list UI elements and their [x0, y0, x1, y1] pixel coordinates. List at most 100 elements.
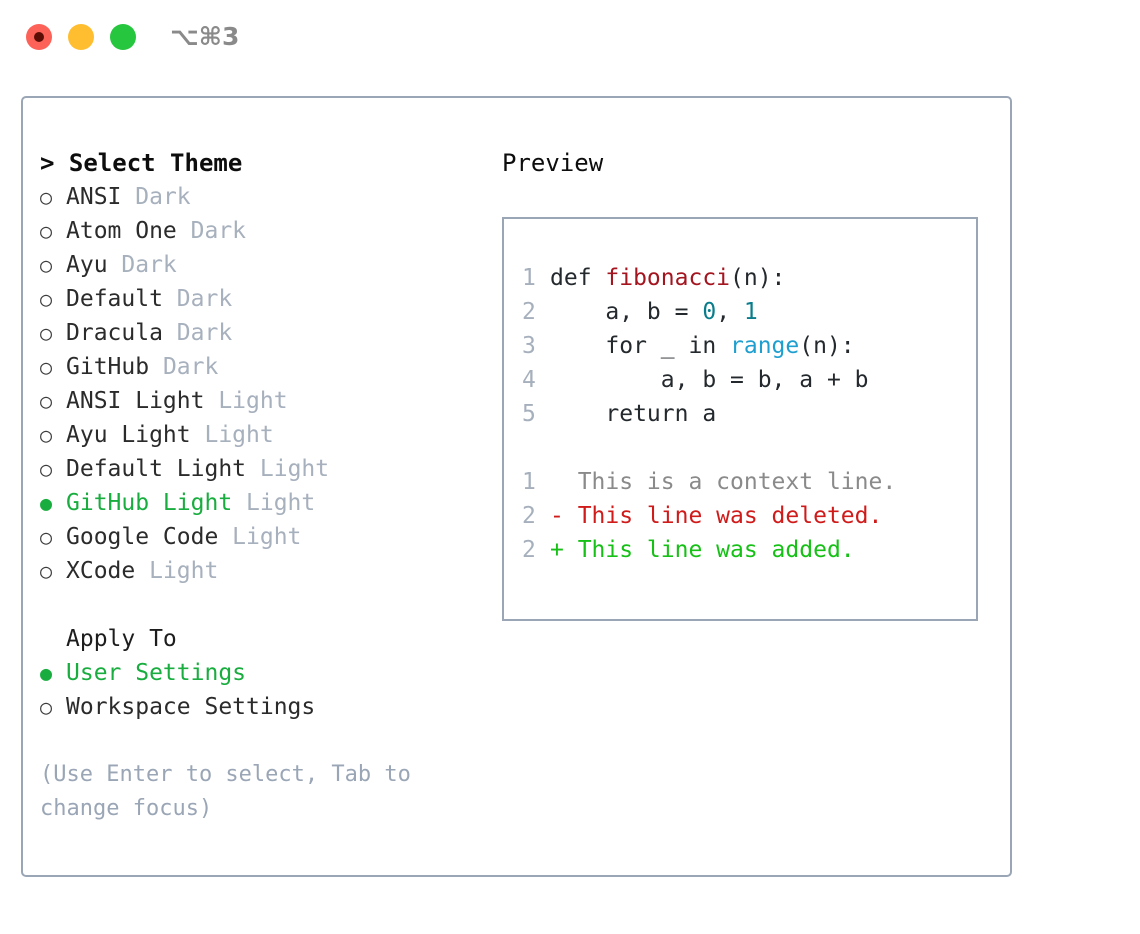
minimize-button[interactable]: [68, 24, 94, 50]
diff-line-ctx: 1 This is a context line.: [522, 465, 976, 499]
radio-unselected-icon: ○: [40, 219, 53, 243]
code-token: for _ in: [550, 333, 731, 359]
code-line: 4 a, b = b, a + b: [522, 363, 976, 397]
line-number: 4: [522, 367, 536, 393]
code-token: (n):: [799, 333, 855, 359]
line-number: 5: [522, 401, 536, 427]
theme-option-default-light[interactable]: ○ Default Light Light: [40, 452, 480, 486]
code-token: ,: [716, 299, 744, 325]
theme-variant-badge: Light: [204, 422, 274, 448]
theme-name: GitHub: [66, 354, 163, 380]
theme-option-github[interactable]: ○GitHub Dark: [40, 350, 480, 384]
radio-unselected-icon: ○: [40, 695, 53, 719]
diff-text: + This line was added.: [550, 537, 855, 563]
theme-option-ansi[interactable]: ○ ANSI Dark: [40, 180, 480, 214]
theme-variant-badge: Light: [218, 388, 288, 414]
preview-heading: Preview: [502, 149, 604, 177]
theme-variant-badge: Dark: [135, 184, 191, 210]
code-token: (n):: [730, 265, 786, 291]
code-line: 3 for _ in range(n):: [522, 329, 976, 363]
theme-option-google-code[interactable]: ○ Google Code Light: [40, 520, 480, 554]
code-line: 5 return a: [522, 397, 976, 431]
code-token: 0: [702, 299, 717, 325]
theme-name: ANSI: [66, 184, 136, 210]
code-token: a, b =: [550, 299, 703, 325]
window-controls: [26, 24, 136, 50]
radio-unselected-icon: ○: [40, 423, 53, 447]
theme-variant-badge: Light: [149, 558, 219, 584]
code-line: 2 a, b = 0, 1: [522, 295, 976, 329]
theme-variant-badge: Dark: [176, 320, 233, 346]
diff-text: This is a context line.: [550, 469, 897, 495]
apply-to-label: Workspace Settings: [66, 694, 316, 720]
theme-option-default[interactable]: ○ Default Dark: [40, 282, 480, 316]
line-number: 3: [522, 333, 536, 359]
theme-variant-badge: Light: [232, 524, 302, 550]
line-number: 2: [522, 503, 536, 529]
diff-text: - This line was deleted.: [550, 503, 883, 529]
theme-name: Default Light: [66, 456, 260, 482]
theme-option-github-light[interactable]: ●GitHub Light Light: [40, 486, 480, 520]
radio-selected-icon: ●: [40, 661, 53, 685]
apply-to-heading: Apply To: [66, 626, 177, 652]
title-bar: ⌥⌘3: [0, 0, 1140, 78]
apply-to-list[interactable]: ● User Settings ○ Workspace Settings: [40, 656, 480, 724]
radio-selected-icon: ●: [40, 491, 53, 515]
theme-name: XCode: [66, 558, 150, 584]
theme-variant-badge: Light: [259, 456, 330, 482]
radio-unselected-icon: ○: [40, 185, 53, 209]
close-button[interactable]: [26, 24, 52, 50]
theme-name: Ayu: [66, 252, 122, 278]
select-theme-heading: > Select Theme: [40, 149, 243, 177]
spacer: [40, 588, 480, 622]
theme-variant-badge: Light: [246, 490, 316, 516]
apply-to-label: User Settings: [66, 660, 247, 686]
theme-option-ayu[interactable]: ○ Ayu Dark: [40, 248, 480, 282]
radio-unselected-icon: ○: [40, 457, 53, 481]
code-token: return a: [550, 401, 717, 427]
theme-name: Atom One: [66, 218, 191, 244]
diff-sample: 1 This is a context line. 2 - This line wa…: [522, 465, 976, 567]
theme-variant-badge: Dark: [176, 286, 233, 312]
theme-option-atom-one[interactable]: ○ Atom One Dark: [40, 214, 480, 248]
code-token: range: [730, 333, 800, 359]
theme-selection-column: > Select Theme ○ANSI Dark○Atom One Dark○…: [40, 146, 480, 826]
theme-name: Default: [66, 286, 177, 312]
theme-option-xcode[interactable]: ○ XCode Light: [40, 554, 480, 588]
apply-to-option-user-settings[interactable]: ● User Settings: [40, 656, 480, 690]
theme-variant-badge: Dark: [121, 252, 177, 278]
diff-line-add: 2+ This line was added.: [522, 533, 976, 567]
theme-variant-badge: Dark: [190, 218, 247, 244]
line-number: 1: [522, 469, 536, 495]
keyboard-hint-text: (Use Enter to select, Tab to change focu…: [40, 762, 411, 821]
theme-option-ayu-light[interactable]: ○Ayu Light Light: [40, 418, 480, 452]
code-token: def: [550, 265, 606, 291]
theme-name: Google Code: [66, 524, 233, 550]
radio-unselected-icon: ○: [40, 253, 53, 277]
theme-option-dracula[interactable]: ○Dracula Dark: [40, 316, 480, 350]
keyboard-shortcut-label: ⌥⌘3: [170, 22, 240, 51]
radio-unselected-icon: ○: [40, 287, 53, 311]
code-token: 1: [743, 299, 758, 325]
spacer: [522, 431, 976, 465]
theme-name: ANSI Light: [66, 388, 219, 414]
theme-option-ansi-light[interactable]: ○ ANSI Light Light: [40, 384, 480, 418]
line-number: 2: [522, 299, 536, 325]
theme-list[interactable]: ○ ANSI Dark ○ Atom One Dark ○ Ayu Dark ○ Defaul…: [40, 180, 480, 588]
theme-picker-panel: > Select Theme ○ANSI Dark○Atom One Dark○…: [21, 96, 1012, 877]
theme-variant-badge: Dark: [162, 354, 219, 380]
apply-to-option-workspace-settings[interactable]: ○ Workspace Settings: [40, 690, 480, 724]
radio-unselected-icon: ○: [40, 389, 53, 413]
radio-unselected-icon: ○: [40, 559, 53, 583]
code-token: a, b = b, a + b: [550, 367, 869, 393]
code-token: fibonacci: [605, 265, 731, 291]
maximize-button[interactable]: [110, 24, 136, 50]
diff-line-del: 2 - This line was deleted.: [522, 499, 976, 533]
theme-name: Dracula: [66, 320, 177, 346]
radio-unselected-icon: ○: [40, 525, 53, 549]
